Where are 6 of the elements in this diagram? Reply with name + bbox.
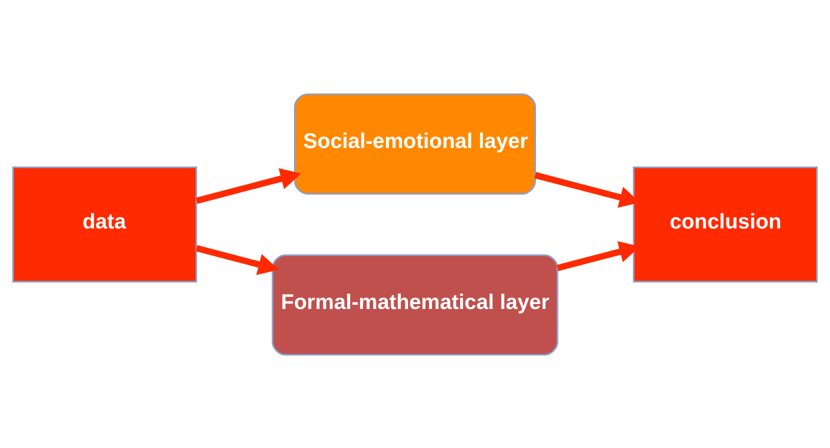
arrow <box>196 244 279 274</box>
node-box: Formal-mathematical layer <box>272 254 558 356</box>
arrow <box>196 168 302 204</box>
node-box: conclusion <box>632 166 818 282</box>
node-box: Social-emotional layer <box>294 92 536 194</box>
node-box: data <box>12 166 198 282</box>
